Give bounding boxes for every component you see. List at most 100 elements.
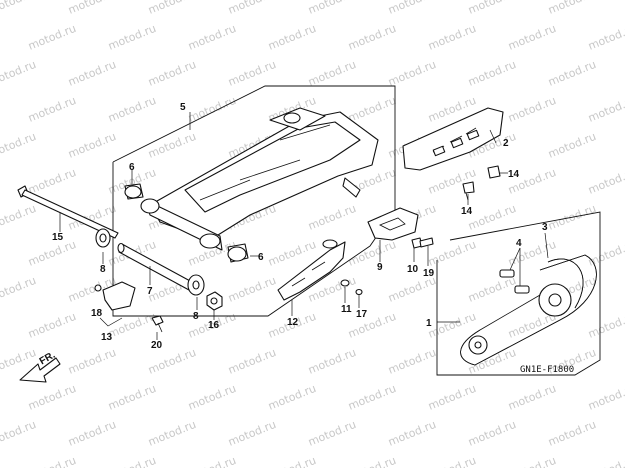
callout-3: 3	[542, 222, 548, 233]
watermark-text: motod.ru	[106, 382, 158, 413]
watermark-text: motod.ru	[506, 94, 558, 125]
callout-8b: 8	[193, 311, 199, 322]
watermark-text: motod.ru	[26, 22, 78, 53]
watermark-text: motod.ru	[426, 22, 478, 53]
callout-9: 9	[377, 262, 383, 273]
watermark-text: motod.ru	[506, 382, 558, 413]
chain-slider-part	[277, 239, 346, 301]
watermark-text: motod.ru	[546, 130, 598, 161]
callout-1: 1	[426, 318, 432, 329]
callout-19: 19	[423, 268, 435, 279]
pivot-collar-part	[117, 242, 193, 291]
watermark-text: motod.ru	[386, 58, 438, 89]
callout-8a: 8	[100, 264, 106, 275]
watermark-text: motod.ru	[346, 310, 398, 341]
watermark-text: motod.ru	[146, 418, 198, 449]
watermark-text: motod.ru	[226, 58, 278, 89]
bolt-10-19	[411, 237, 434, 249]
callout-2: 2	[503, 138, 509, 149]
swingarm-part	[140, 107, 379, 251]
watermark-text: motod.ru	[106, 94, 158, 125]
bushing-6-lower	[227, 243, 249, 263]
callout-11: 11	[341, 304, 352, 315]
washer-8-right	[187, 274, 205, 296]
watermark-text: motod.ru	[546, 418, 598, 449]
pivot-bolt-part	[17, 185, 119, 239]
callout-16: 16	[208, 320, 220, 331]
watermark-text: motod.ru	[426, 382, 478, 413]
diagram-code: GN1E-F1800	[520, 365, 574, 375]
watermark-text: motod.ru	[466, 202, 518, 233]
watermark-text: motod.ru	[26, 166, 78, 197]
watermark-text: motod.ru	[226, 418, 278, 449]
watermark-text: motod.ru	[306, 58, 358, 89]
watermark-text: motod.ru	[146, 58, 198, 89]
nut-16	[206, 291, 223, 311]
watermark-text: motod.ru	[466, 274, 518, 305]
watermark-text: motod.ru	[266, 238, 318, 269]
watermark-text: motod.ru	[386, 418, 438, 449]
watermark-text: motod.ru	[66, 418, 118, 449]
callout-6a: 6	[129, 162, 135, 173]
watermark-text: motod.ru	[306, 418, 358, 449]
watermark-text: motod.ru	[146, 130, 198, 161]
watermark-text: motod.ru	[346, 382, 398, 413]
drive-chain-part	[460, 254, 597, 366]
watermark-text: motod.ru	[306, 0, 358, 17]
watermark-text: motod.ru	[186, 454, 238, 468]
watermark-text: motod.ru	[26, 454, 78, 468]
callout-12: 12	[287, 317, 299, 328]
watermark-text: motod.ru	[466, 58, 518, 89]
watermark-text: motod.ru	[586, 310, 625, 341]
watermark-text: motod.ru	[26, 310, 78, 341]
watermark-text: motod.ru	[266, 454, 318, 468]
callout-10: 10	[407, 264, 419, 275]
leader-lines	[59, 112, 549, 340]
master-link-part	[499, 269, 530, 294]
watermark-text: motod.ru	[106, 454, 158, 468]
watermark-text: motod.ru	[26, 94, 78, 125]
watermark-text: motod.ru	[346, 454, 398, 468]
watermark-text: motod.ru	[66, 58, 118, 89]
watermark-text: motod.ru	[426, 454, 478, 468]
watermark-text: motod.ru	[0, 274, 38, 305]
chain-section-part	[547, 258, 584, 309]
watermark-text: motod.ru	[546, 58, 598, 89]
watermark-text: motod.ru	[506, 454, 558, 468]
watermark-text: motod.ru	[466, 418, 518, 449]
watermark-text: motod.ru	[466, 0, 518, 17]
watermark-text: motod.ru	[346, 22, 398, 53]
callout-15: 15	[52, 232, 64, 243]
watermark-text: motod.ru	[426, 310, 478, 341]
watermark-text: motod.ru	[226, 274, 278, 305]
watermark-text: motod.ru	[226, 346, 278, 377]
callout-5: 5	[180, 102, 186, 113]
watermark-text: motod.ru	[586, 22, 625, 53]
watermark-text: motod.ru	[586, 166, 625, 197]
watermark-text: motod.ru	[66, 0, 118, 17]
callout-20: 20	[151, 340, 163, 351]
callout-labels: 1 2 3 4 5 6 6 7 8 8 9 10 11 12 13 14 14 …	[52, 102, 548, 351]
watermark-text: motod.ru	[586, 238, 625, 269]
watermark-text: motod.ru	[0, 58, 38, 89]
callout-13: 13	[101, 332, 113, 343]
watermark-text: motod.ru	[506, 22, 558, 53]
chain-case-bracket-part	[94, 281, 136, 311]
callout-6b: 6	[258, 252, 264, 263]
watermark-text: motod.ru	[586, 94, 625, 125]
watermark-text: motod.ru	[26, 382, 78, 413]
callout-14a: 14	[508, 169, 520, 180]
watermark-text: motod.ru	[306, 202, 358, 233]
callout-4: 4	[516, 238, 522, 249]
callout-14b: 14	[461, 206, 473, 217]
bolt-11-17	[340, 279, 363, 296]
bolt-14-lower	[462, 181, 475, 201]
watermark-text: motod.ru	[546, 0, 598, 17]
watermark-text: motod.ru	[586, 454, 625, 468]
bolt-20	[151, 315, 164, 333]
watermark-text: motod.ru	[226, 0, 278, 17]
watermark-text: motod.ru	[386, 0, 438, 17]
watermark-text: motod.ru	[0, 0, 38, 17]
watermark-text: motod.ru	[146, 0, 198, 17]
